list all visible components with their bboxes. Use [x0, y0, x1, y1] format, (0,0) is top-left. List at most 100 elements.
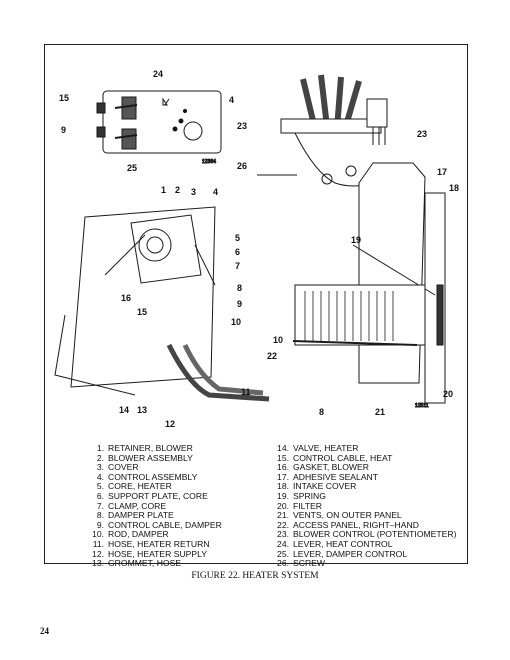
legend-item: 22. ACCESS PANEL, RIGHT–HAND [275, 519, 460, 531]
legend-item: 10. ROD, DAMPER [90, 530, 275, 540]
legend-item-number: 21. [277, 510, 289, 521]
control-panel-drawing: 12364 [96, 90, 222, 166]
heater-system-illustration: 12364 [54, 69, 459, 429]
legend-item: 3.COVER [90, 463, 275, 473]
legend-item-text: CONTROL CABLE, DAMPER [108, 519, 222, 530]
callout-16: 16 [121, 293, 131, 303]
callout-22: 22 [267, 351, 277, 361]
callout-6: 6 [235, 247, 240, 257]
figure-frame [44, 44, 468, 564]
legend-item-text: SPRING [293, 490, 326, 501]
legend-item: 6. SUPPORT PLATE, CORE [90, 490, 275, 502]
legend-item-text: CORE, HEATER [108, 481, 172, 492]
heater-assembly-drawing [54, 206, 270, 402]
legend-item-number: 18. [277, 481, 289, 492]
legend-item-text: SUPPORT PLATE, CORE [108, 490, 208, 501]
callout-7: 7 [235, 261, 240, 271]
legend-item-text: FILTER [293, 500, 322, 511]
legend-item: 18. INTAKE COVER [275, 482, 460, 492]
legend-item-text: VENTS, ON OUTER PANEL [293, 510, 402, 521]
legend-item-text: BLOWER ASSEMBLY [108, 452, 193, 463]
callout-2: 2 [175, 185, 180, 195]
legend-item-text: GASKET, BLOWER [293, 462, 369, 473]
callout-24: 24 [153, 69, 163, 79]
callout-8-right: 8 [319, 407, 324, 417]
legend-item: 23.BLOWER CONTROL (POTENTIOMETER) [275, 530, 460, 540]
page-number: 24 [40, 626, 49, 636]
legend-item-text: CLAMP, CORE [108, 500, 167, 511]
callout-13: 13 [137, 405, 147, 415]
legend-item: 14.VALVE, HEATER [275, 443, 460, 454]
callout-10: 10 [231, 317, 241, 327]
callout-14: 14 [119, 405, 129, 415]
callout-4-top: 4 [229, 95, 234, 105]
callout-12: 12 [165, 419, 175, 429]
legend-item-number: 5. [96, 481, 104, 492]
legend-item-text: RETAINER, BLOWER [108, 443, 193, 453]
legend-item-text: SCREW [293, 558, 325, 569]
callout-9: 9 [237, 299, 242, 309]
legend-item-number: 14. [277, 443, 289, 453]
legend-item-text: HOSE, HEATER RETURN [108, 538, 210, 549]
callout-4: 4 [213, 187, 218, 197]
legend-item-text: ADHESIVE SEALANT [293, 471, 379, 482]
legend-item-number: 26. [277, 558, 289, 569]
main-drawing-code: 12511 [415, 403, 429, 409]
legend-item-text: CONTROL ASSEMBLY [108, 471, 198, 482]
legend-item-text: ACCESS PANEL, RIGHT–HAND [293, 519, 419, 530]
legend-item-number: 11. [92, 538, 104, 549]
legend-item-number: 25. [277, 548, 289, 559]
legend-item-number: 8. [96, 510, 104, 521]
legend-item: 16. GASKET, BLOWER [275, 463, 460, 473]
legend-item-number: 13. [92, 558, 104, 569]
legend-item-number: 1. [96, 443, 104, 453]
callout-18: 18 [449, 183, 459, 193]
callout-15: 15 [59, 93, 69, 103]
callout-10-right: 10 [273, 335, 283, 345]
legend-item: 15.CONTROL CABLE, HEAT [275, 452, 460, 464]
callout-11: 11 [241, 387, 251, 397]
callout-15-main: 15 [137, 307, 147, 317]
legend-item-number: 17. [277, 471, 289, 482]
legend-item: 1. RETAINER, BLOWER [90, 443, 275, 454]
legend-item-text: ROD, DAMPER [108, 529, 169, 540]
callout-19: 19 [351, 235, 361, 245]
callout-3: 3 [191, 187, 196, 197]
legend-item-text: DAMPER PLATE [108, 510, 174, 521]
legend-item-text: LEVER, HEAT CONTROL [293, 538, 393, 549]
legend-item-number: 24. [277, 538, 289, 549]
legend-item: 8. DAMPER PLATE [90, 511, 275, 521]
callout-23-right: 23 [417, 129, 427, 139]
callout-21: 21 [375, 407, 385, 417]
legend-item-number: 15. [277, 452, 289, 463]
legend-item-number: 22. [277, 519, 289, 530]
legend-item: 4.CONTROL ASSEMBLY [90, 471, 275, 483]
legend-item-number: 16. [277, 462, 289, 473]
lever-assembly-drawing [257, 74, 396, 187]
legend-item: 13.GROMMET, HOSE [90, 559, 275, 569]
legend-item-text: HOSE, HEATER SUPPLY [108, 548, 208, 559]
callout-25: 25 [127, 163, 137, 173]
legend-item: 19.SPRING [275, 490, 460, 502]
legend-item-number: 3. [96, 462, 104, 473]
figure-caption: FIGURE 22. HEATER SYSTEM [191, 571, 319, 581]
callout-1: 1 [161, 185, 166, 195]
legend-item-text: INTAKE COVER [293, 481, 357, 492]
legend-item: 21. VENTS, ON OUTER PANEL [275, 511, 460, 521]
legend-item: 26. SCREW [275, 559, 460, 569]
control-drawing-code: 12364 [202, 159, 216, 165]
legend-item-number: 23. [277, 529, 289, 540]
legend-item: 25.LEVER, DAMPER CONTROL [275, 548, 460, 560]
legend-item: 5. CORE, HEATER [90, 482, 275, 492]
legend-item-number: 2. [96, 452, 104, 463]
legend-item-number: 6. [96, 490, 104, 501]
callout-26: 26 [237, 161, 247, 171]
legend-item-number: 10. [92, 529, 104, 540]
legend-item: 24. LEVER, HEAT CONTROL [275, 538, 460, 550]
legend-item: 7.CLAMP, CORE [90, 500, 275, 512]
legend-item-number: 20. [277, 500, 289, 511]
callout-8: 8 [237, 283, 242, 293]
